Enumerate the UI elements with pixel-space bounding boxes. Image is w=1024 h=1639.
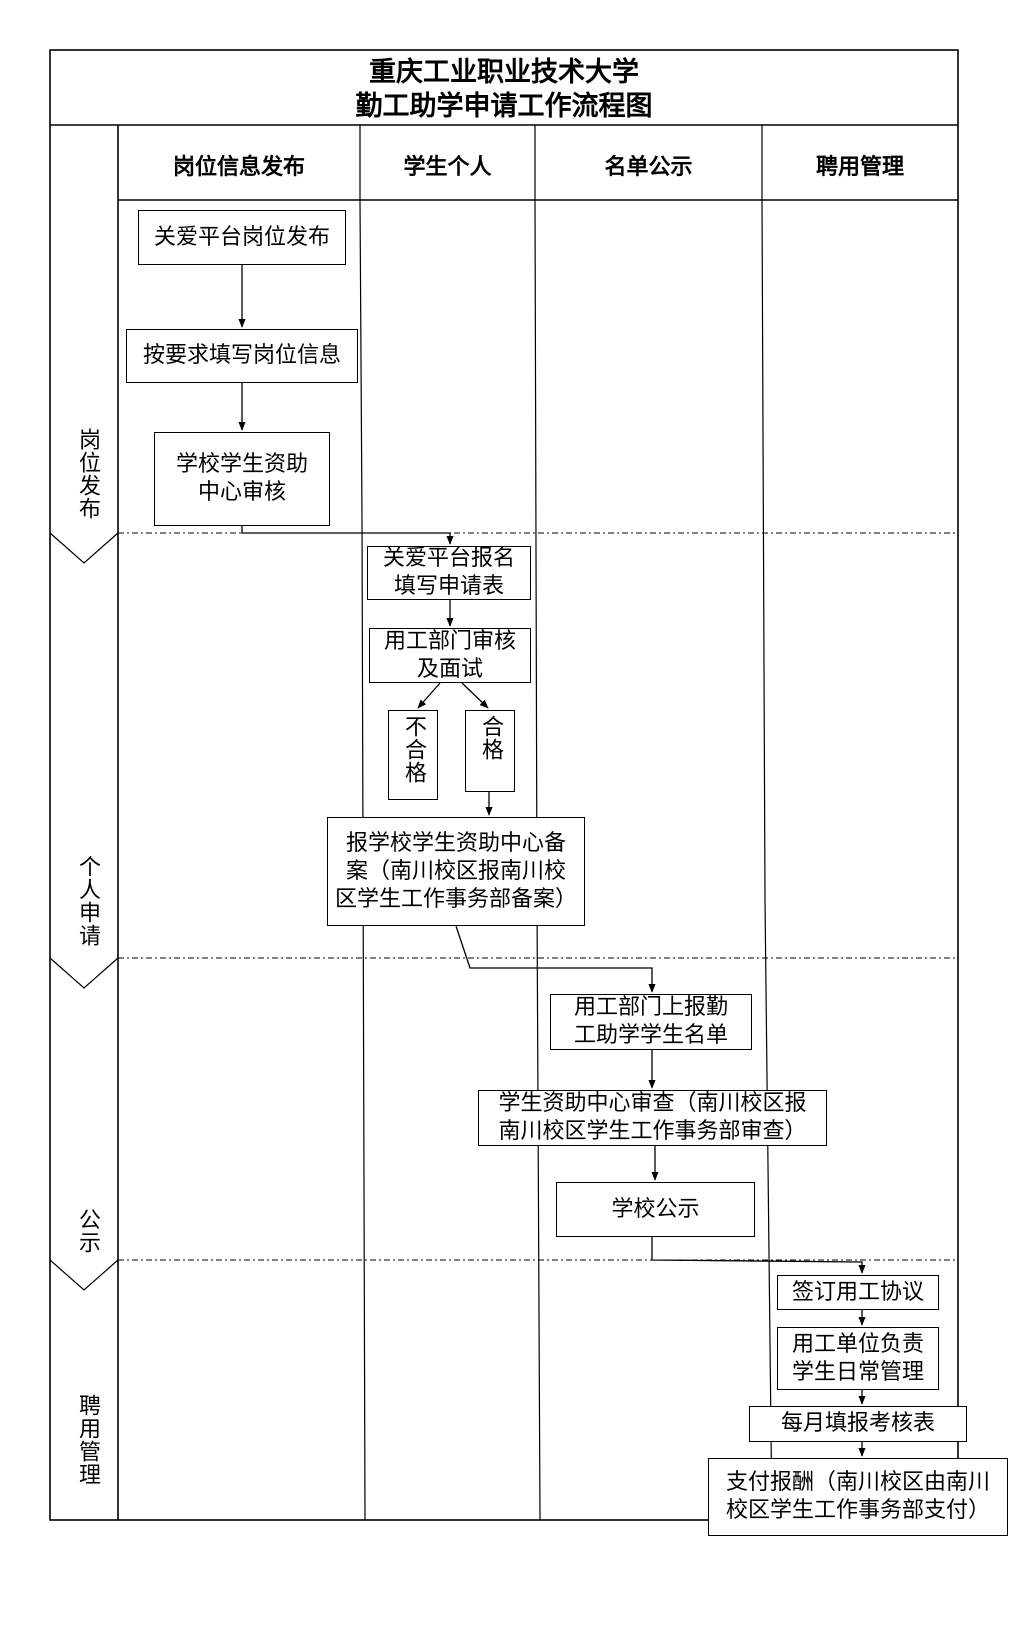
phase-chevron-1 xyxy=(49,532,119,564)
phase-label-publicity: 公示 xyxy=(75,1208,100,1254)
lane-line-3-body xyxy=(761,199,773,1521)
node-fail: 不合格 xyxy=(388,710,438,800)
phase-chevron-2 xyxy=(49,957,119,989)
pass-label: 合格 xyxy=(478,715,503,761)
arrow-n9-n10 xyxy=(651,1237,866,1274)
arrow-n5-fail xyxy=(417,682,441,709)
node-aid-center-review: 学校学生资助 中心审核 xyxy=(154,432,330,526)
title-line-2: 勤工助学申请工作流程图 xyxy=(355,91,653,122)
lane-header-post-release: 岗位信息发布 xyxy=(172,155,305,180)
node-school-publicity: 学校公示 xyxy=(556,1182,755,1237)
outer-border xyxy=(49,49,959,1521)
lane-line-1-body xyxy=(359,199,366,1521)
node-dept-interview: 用工部门审核 及面试 xyxy=(369,628,531,683)
node-aid-center-check: 学生资助中心审查（南川校区报 南川校区学生工作事务部审查） xyxy=(478,1090,827,1146)
lane-header-student: 学生个人 xyxy=(403,155,492,180)
node-report-filing: 报学校学生资助中心备 案（南川校区报南川校 区学生工作事务部备案） xyxy=(327,817,585,926)
node-pass: 合格 xyxy=(465,710,515,792)
title-line-1: 重庆工业职业技术大学 xyxy=(369,57,639,88)
phase-chevron-3 xyxy=(49,1259,119,1291)
phase-label-apply: 个人申请 xyxy=(75,855,100,947)
phase-label-post-release: 岗位发布 xyxy=(75,428,100,520)
arrow-n6-n7 xyxy=(455,925,656,993)
node-daily-management: 用工单位负责 学生日常管理 xyxy=(777,1327,939,1390)
node-platform-apply: 关爱平台报名 填写申请表 xyxy=(367,546,531,600)
lane-header-employment: 聘用管理 xyxy=(815,155,904,180)
node-monthly-assessment: 每月填报考核表 xyxy=(749,1406,967,1442)
node-platform-post-release: 关爱平台岗位发布 xyxy=(138,210,346,265)
lane-header-publicity: 名单公示 xyxy=(604,155,693,180)
fail-label: 不合格 xyxy=(401,715,426,784)
arrow-n3-n4 xyxy=(241,526,454,545)
node-pay-remuneration: 支付报酬（南川校区由南川 校区学生工作事务部支付） xyxy=(708,1458,1008,1536)
node-sign-agreement: 签订用工协议 xyxy=(777,1275,939,1310)
phase-label-employment: 聘用管理 xyxy=(75,1394,100,1486)
arrow-n5-pass xyxy=(461,682,489,709)
node-dept-submit-list: 用工部门上报勤 工助学学生名单 xyxy=(550,994,752,1050)
node-fill-post-info: 按要求填写岗位信息 xyxy=(126,329,358,383)
